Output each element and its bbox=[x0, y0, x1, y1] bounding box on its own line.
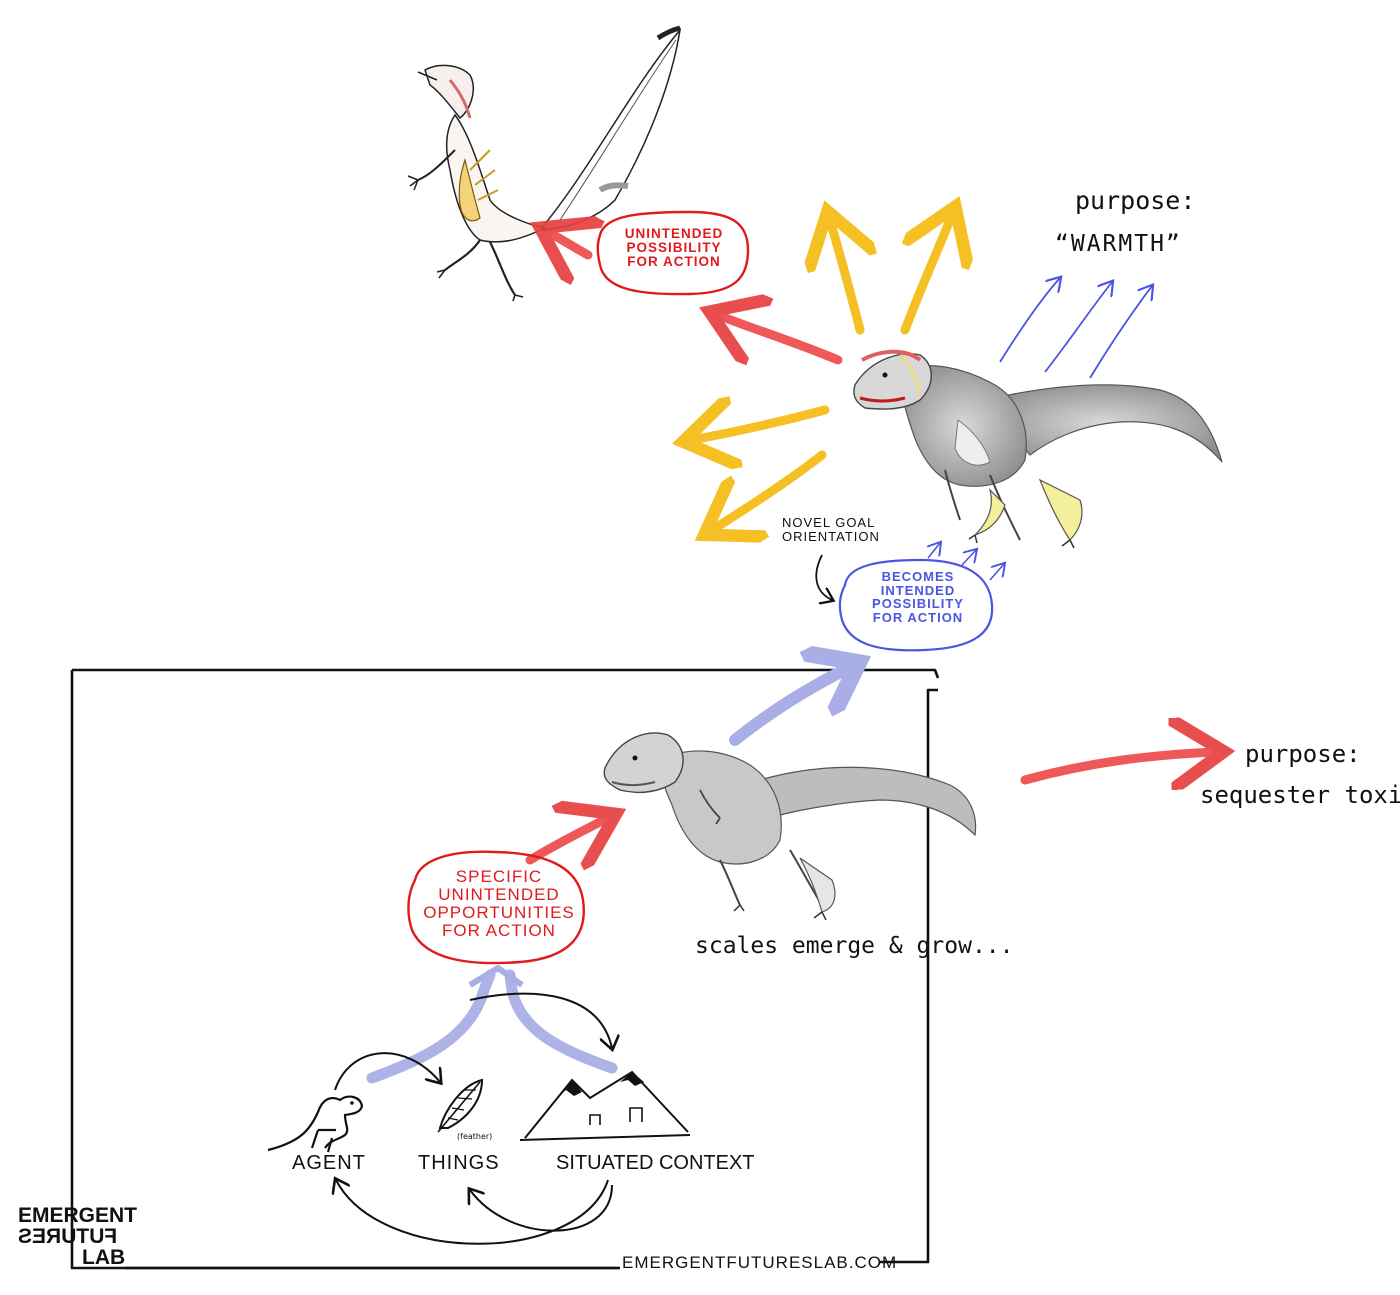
light-blue-arrow-up bbox=[735, 668, 848, 740]
logo-line-2: FUTURES bbox=[18, 1226, 143, 1247]
light-blue-arrow-context bbox=[510, 975, 612, 1068]
small-dinosaur-icon bbox=[268, 1097, 362, 1152]
frame-border bbox=[72, 670, 938, 1268]
red-arrow-to-feathered bbox=[548, 232, 588, 255]
agent-label: AGENT bbox=[292, 1153, 366, 1174]
intended-bubble-text: BECOMES INTENDED POSSIBILITY FOR ACTION bbox=[852, 570, 984, 625]
red-arrow-to-bubble bbox=[718, 315, 838, 360]
warmth-label: “WARMTH” bbox=[1055, 232, 1182, 256]
sequester-toxins-label: sequester toxins bbox=[1200, 783, 1400, 808]
red-arrow-to-toxins bbox=[1025, 752, 1215, 780]
logo-line-1: EMERGENT bbox=[18, 1205, 143, 1226]
feather-icon bbox=[438, 1080, 482, 1132]
novel-goal-label: NOVEL GOAL ORIENTATION bbox=[782, 516, 880, 543]
fuzzy-dinosaur-icon bbox=[854, 352, 1222, 548]
specific-bubble-text: SPECIFIC UNINTENDED OPPORTUNITIES FOR AC… bbox=[418, 868, 580, 939]
scaled-dinosaur-icon bbox=[604, 733, 975, 920]
site-url: EMERGENTFUTURESLAB.COM bbox=[622, 1254, 897, 1272]
context-label: SITUATED CONTEXT bbox=[556, 1153, 755, 1174]
things-label: THINGS bbox=[418, 1153, 500, 1174]
unintended-bubble-text: UNINTENDED POSSIBILITY FOR ACTION bbox=[610, 227, 738, 270]
mountains-icon bbox=[520, 1072, 690, 1140]
scales-caption: scales emerge & grow... bbox=[695, 934, 1014, 958]
logo: EMERGENT FUTURES LAB bbox=[18, 1205, 143, 1268]
purpose-warmth-label: purpose: bbox=[1075, 188, 1195, 214]
loop-arrow-context-agent bbox=[336, 1180, 608, 1244]
novel-goal-arrow bbox=[816, 555, 832, 600]
red-arrow-to-scaled bbox=[530, 818, 608, 860]
purpose-toxins-label: purpose: bbox=[1245, 742, 1361, 767]
light-blue-arrow-agent bbox=[372, 975, 490, 1078]
logo-line-3: LAB bbox=[18, 1247, 143, 1268]
feather-caption: (feather) bbox=[457, 1133, 492, 1141]
